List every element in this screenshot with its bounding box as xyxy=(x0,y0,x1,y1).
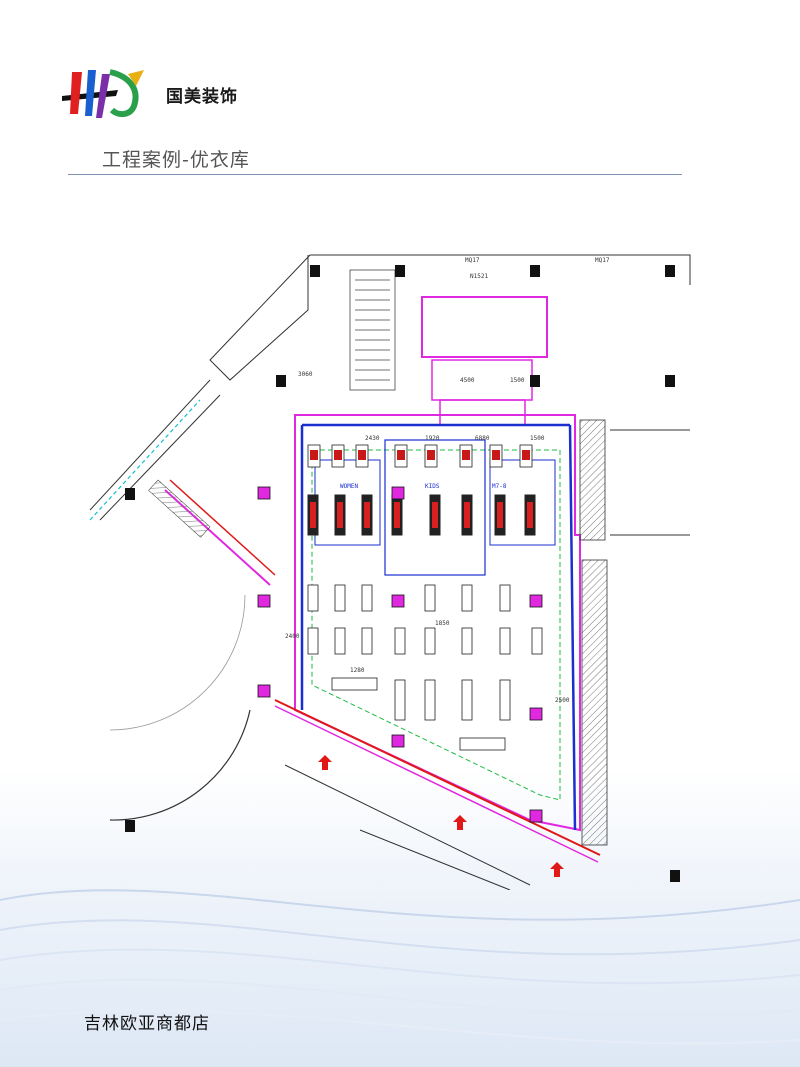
plan-dim-1920: 1920 xyxy=(425,435,440,442)
plan-label-mq17-a: MQ17 xyxy=(465,257,480,264)
plan-label-mq17-b: MQ17 xyxy=(595,257,610,264)
plan-dim-1280: 1280 xyxy=(350,667,365,674)
plan-dim-3060: 3060 xyxy=(298,371,313,378)
plan-dim-2400: 2400 xyxy=(285,633,300,640)
plan-label-n1521: N1521 xyxy=(470,273,488,280)
plan-dim-6880: 6880 xyxy=(475,435,490,442)
section-title: 工程案例-优衣库 xyxy=(102,149,250,171)
plan-dim-2430: 2430 xyxy=(365,435,380,442)
store-floor-plan: MQ17 MQ17 N1521 4500 1500 3060 2430 1920… xyxy=(89,254,691,890)
plan-zone-women: WOMEN xyxy=(340,483,358,490)
plan-dim-4500: 4500 xyxy=(460,377,475,384)
plan-dim-1500b: 1500 xyxy=(530,435,545,442)
plan-zone-kids: KIDS xyxy=(425,483,440,490)
plan-dim-1500: 1500 xyxy=(510,377,525,384)
store-caption: 吉林欧亚商都店 xyxy=(84,1014,210,1034)
plan-zone-men: M7-8 xyxy=(492,483,507,490)
company-logo xyxy=(62,69,144,118)
company-name: 国美装饰 xyxy=(166,87,238,107)
plan-dim-1850: 1850 xyxy=(435,620,450,627)
plan-dim-2500: 2500 xyxy=(555,697,570,704)
header-divider xyxy=(68,174,682,175)
